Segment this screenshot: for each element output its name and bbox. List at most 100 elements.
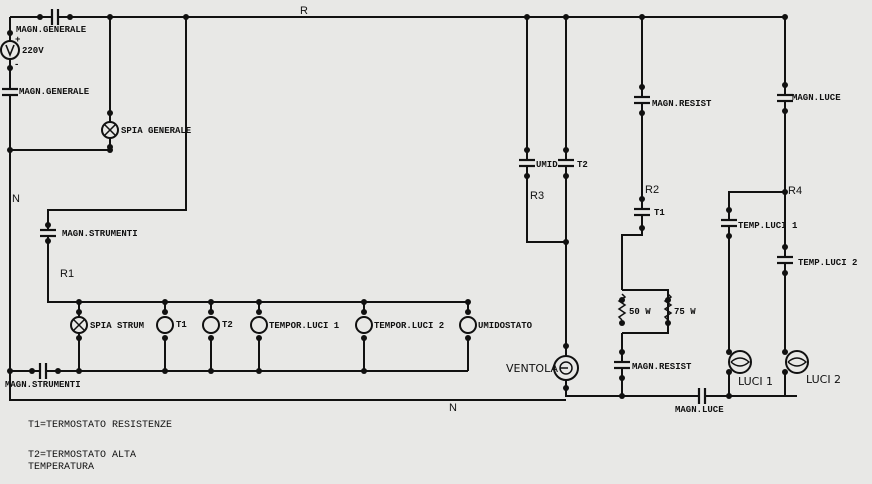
junction-dot bbox=[619, 375, 625, 381]
luci-2-label: LUCI 2 bbox=[806, 373, 841, 386]
wires bbox=[9, 16, 797, 401]
voltage-label: 220V bbox=[22, 46, 44, 56]
t2-instrument-label: T2 bbox=[222, 320, 233, 330]
t1-instrument-icon bbox=[156, 316, 174, 334]
line-r-label: R bbox=[300, 5, 308, 17]
luci-2-lamp-icon bbox=[785, 350, 809, 374]
tempor-luci-1-label: TEMPOR.LUCI 1 bbox=[269, 321, 340, 331]
junction-dot bbox=[563, 147, 569, 153]
junction-dot bbox=[465, 309, 471, 315]
spia-generale-lamp-icon bbox=[101, 121, 119, 139]
t1-contact-label: T1 bbox=[654, 208, 665, 218]
junction-dot bbox=[76, 368, 82, 374]
junction-dot bbox=[162, 309, 168, 315]
junction-dot bbox=[361, 299, 367, 305]
temp-luci-1-contact bbox=[721, 218, 737, 228]
junction-dot bbox=[465, 335, 471, 341]
junction-dot bbox=[639, 196, 645, 202]
junction-dot bbox=[639, 225, 645, 231]
junction-dot bbox=[726, 369, 732, 375]
minus-label: - bbox=[14, 60, 19, 70]
junction-dot bbox=[7, 65, 13, 71]
junction-dot bbox=[256, 335, 262, 341]
junction-dot bbox=[67, 14, 73, 20]
junction-dot bbox=[639, 14, 645, 20]
t2-contact bbox=[558, 158, 574, 168]
magn-generale-top-label: MAGN.GENERALE bbox=[16, 25, 87, 35]
junction-dot bbox=[665, 320, 671, 326]
junction-dot bbox=[782, 82, 788, 88]
junction-dot bbox=[162, 335, 168, 341]
r3-label: R3 bbox=[530, 190, 544, 202]
t1-instrument-label: T1 bbox=[176, 320, 187, 330]
res-75w-label: 75 W bbox=[674, 307, 696, 317]
junction-dot bbox=[782, 108, 788, 114]
luci-1-label: LUCI 1 bbox=[738, 375, 773, 388]
junction-dot bbox=[639, 110, 645, 116]
junction-dot bbox=[256, 368, 262, 374]
magn-strumenti-top-label: MAGN.STRUMENTI bbox=[62, 229, 138, 239]
junction-dot bbox=[208, 368, 214, 374]
junction-dot bbox=[563, 385, 569, 391]
junction-dot bbox=[524, 147, 530, 153]
junction-dot bbox=[45, 238, 51, 244]
junction-dot bbox=[619, 393, 625, 399]
junction-dot bbox=[524, 14, 530, 20]
junction-dot bbox=[256, 299, 262, 305]
junction-dot bbox=[256, 309, 262, 315]
magn-resist-bottom-contact bbox=[614, 360, 630, 370]
r1-label: R1 bbox=[60, 268, 74, 280]
junction-dot bbox=[107, 110, 113, 116]
neutral-bottom-label: N bbox=[449, 402, 457, 414]
junction-dot bbox=[782, 369, 788, 375]
plus-label: + bbox=[15, 35, 20, 45]
tempor-luci-2-label: TEMPOR.LUCI 2 bbox=[374, 321, 444, 331]
magn-strumenti-bottom-label: MAGN.STRUMENTI bbox=[5, 380, 81, 390]
umid-contact bbox=[519, 158, 535, 168]
umid-label: UMID. bbox=[536, 160, 563, 170]
magn-resist-top-label: MAGN.RESIST bbox=[652, 99, 712, 109]
magn-luce-top-label: MAGN.LUCE bbox=[792, 93, 841, 103]
junction-dot bbox=[782, 14, 788, 20]
junction-dot bbox=[782, 270, 788, 276]
junction-dot bbox=[619, 320, 625, 326]
legend-t2-line2: TEMPERATURA bbox=[28, 462, 94, 473]
junction-dot bbox=[7, 368, 13, 374]
junction-dot bbox=[726, 207, 732, 213]
junction-dot bbox=[7, 147, 13, 153]
junction-dot bbox=[563, 239, 569, 245]
junction-dot bbox=[782, 244, 788, 250]
temp-luci-1-label: TEMP.LUCI 1 bbox=[738, 221, 798, 231]
junction-dot bbox=[665, 297, 671, 303]
legend-t1: T1=TERMOSTATO RESISTENZE bbox=[28, 420, 172, 431]
junction-dot bbox=[563, 14, 569, 20]
junction-dot bbox=[76, 309, 82, 315]
magn-luce-bottom-contact bbox=[695, 388, 707, 404]
junction-dot bbox=[76, 299, 82, 305]
temp-luci-2-contact bbox=[777, 255, 793, 265]
contacts bbox=[2, 9, 793, 404]
junction-dot bbox=[208, 335, 214, 341]
junction-dot bbox=[726, 393, 732, 399]
junction-dot bbox=[208, 299, 214, 305]
r4-label: R4 bbox=[788, 185, 802, 197]
legend-t2-line1: T2=TERMOSTATO ALTA bbox=[28, 450, 136, 461]
temp-luci-2-label: TEMP.LUCI 2 bbox=[798, 258, 857, 268]
junction-dot bbox=[7, 30, 13, 36]
magn-generale-left-contact bbox=[2, 84, 18, 100]
magn-resist-bottom-label: MAGN.RESIST bbox=[632, 362, 692, 372]
junction-dot bbox=[524, 173, 530, 179]
junction-dot bbox=[726, 233, 732, 239]
junction-dots bbox=[7, 14, 788, 399]
junction-dot bbox=[107, 14, 113, 20]
junction-dot bbox=[465, 299, 471, 305]
umidostato-label: UMIDOSTATO bbox=[478, 321, 533, 331]
magn-resist-top-contact bbox=[634, 95, 650, 105]
spia-generale-label: SPIA GENERALE bbox=[121, 126, 192, 136]
ventola-label: VENTOLA bbox=[506, 362, 558, 375]
junction-dot bbox=[563, 343, 569, 349]
t2-instrument-icon bbox=[202, 316, 220, 334]
junction-dot bbox=[563, 173, 569, 179]
junction-dot bbox=[639, 84, 645, 90]
